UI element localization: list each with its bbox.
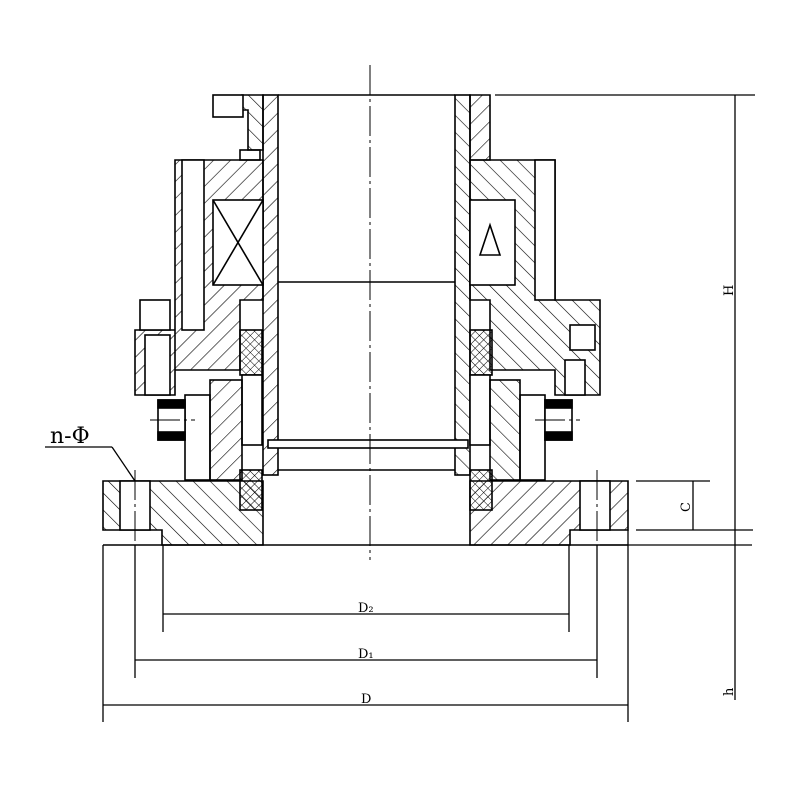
- h-upper-label: H: [722, 285, 737, 296]
- d-label: D: [361, 692, 371, 707]
- d1-label: D₁: [358, 647, 374, 662]
- d2-label: D₂: [358, 601, 374, 616]
- assembly-outline: [102, 94, 629, 546]
- sleeve-left: [262, 94, 279, 476]
- hole-spec-label: n-Φ: [50, 424, 90, 449]
- sleeve-right: [454, 94, 471, 476]
- center-lines: [134, 65, 598, 560]
- c-label: C: [679, 502, 694, 512]
- dimension-lines: [45, 94, 755, 722]
- h-lower-label: h: [722, 687, 737, 696]
